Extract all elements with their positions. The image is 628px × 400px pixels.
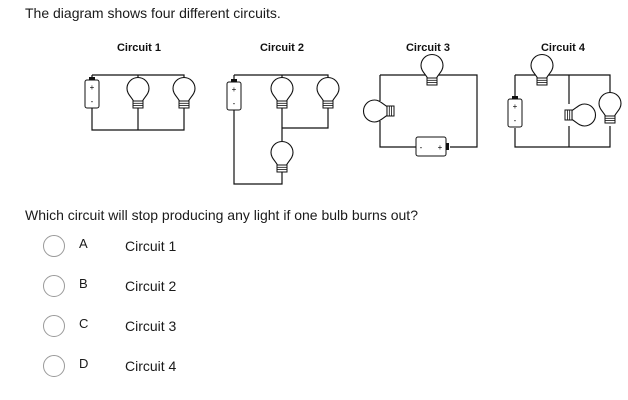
circuit-1-battery: + - [84,77,100,109]
circuit-2-bulb-3 [270,140,294,173]
option-b[interactable]: B Circuit 2 [0,272,300,306]
circuit-3-bulb-2 [362,99,395,123]
option-d[interactable]: D Circuit 4 [0,352,300,386]
option-d-letter: D [79,356,89,371]
battery-minus: - [514,116,517,125]
radio-b[interactable] [43,275,65,297]
battery-plus: + [513,102,518,111]
circuit-2: Circuit 2 + - [226,42,340,185]
circuit-4-battery: + - [507,96,523,128]
option-c-letter: C [79,316,89,331]
circuit-1-bulb-2 [172,76,196,109]
circuit-1: Circuit 1 + - [84,42,196,131]
circuits-diagram: Circuit 1 + - Circuit 2 + - Circuit 3 [84,42,622,185]
intro-text: The diagram shows four different circuit… [25,5,281,21]
circuit-2-battery: + - [226,79,242,111]
battery-plus: + [90,83,95,92]
circuit-4-title: Circuit 4 [541,42,586,54]
battery-minus: - [420,143,423,152]
circuit-3-battery: - + [415,136,449,157]
circuit-3-title: Circuit 3 [406,42,450,54]
option-c[interactable]: C Circuit 3 [0,312,300,346]
option-b-letter: B [79,276,88,291]
battery-minus: - [91,97,94,106]
circuit-3: Circuit 3 - + [362,42,478,157]
question-text: Which circuit will stop producing any li… [25,207,418,223]
option-d-text[interactable]: Circuit 4 [125,358,177,374]
circuit-3-bulb-1 [420,53,444,86]
option-b-text[interactable]: Circuit 2 [125,278,177,294]
radio-d[interactable] [43,355,65,377]
radio-a[interactable] [43,235,65,257]
circuit-1-title: Circuit 1 [117,42,161,54]
circuit-2-title: Circuit 2 [260,42,304,54]
option-c-text[interactable]: Circuit 3 [125,318,177,334]
circuit-1-bulb-1 [126,76,150,109]
option-a-letter: A [79,236,88,251]
circuit-2-bulb-2 [316,76,340,109]
circuit-4: Circuit 4 + - [507,42,622,148]
circuit-4-bulb-1 [530,53,554,86]
battery-plus: + [438,143,443,152]
radio-c[interactable] [43,315,65,337]
option-a[interactable]: A Circuit 1 [0,232,300,266]
circuit-4-bulb-2 [564,103,597,127]
battery-minus: - [233,99,236,108]
option-a-text[interactable]: Circuit 1 [125,238,177,254]
circuit-4-bulb-3 [598,91,622,124]
battery-plus: + [232,85,237,94]
circuit-2-bulb-1 [270,76,294,109]
